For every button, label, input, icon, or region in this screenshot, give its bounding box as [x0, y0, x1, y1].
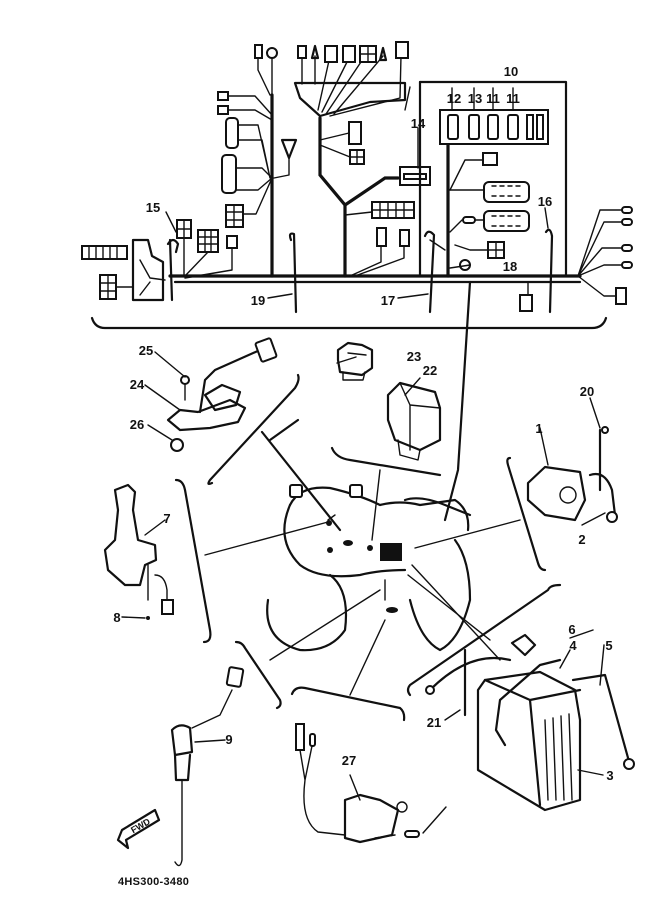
part-switch-26	[295, 723, 420, 844]
motorcycle-outline	[266, 484, 472, 652]
callout-4: 4	[569, 638, 577, 653]
callout-1: 1	[535, 421, 542, 436]
callout-14: 14	[411, 116, 426, 131]
callout-11b: 11	[506, 91, 520, 106]
part-relay-22	[336, 341, 374, 381]
group-brackets	[174, 373, 562, 722]
callout-19: 19	[251, 293, 265, 308]
leader-lines	[204, 280, 521, 696]
callout-26: 27	[342, 753, 356, 768]
callout-3: 3	[606, 768, 613, 783]
callout-12: 12	[447, 91, 461, 106]
callout-15: 15	[146, 200, 160, 215]
callout-16: 16	[538, 194, 552, 209]
callout-21: 22	[423, 363, 437, 378]
wire-harness	[81, 41, 633, 330]
callout-13: 13	[468, 91, 482, 106]
callout-23: 24	[130, 377, 145, 392]
part-starter-relay-1	[526, 426, 618, 523]
drawing-code: 4HS300-3480	[118, 876, 189, 888]
callout-labels: 10 12 13 11 11 14 15 16 18 19 17 25 24 2…	[113, 64, 613, 783]
callout-9: 9	[225, 732, 232, 747]
callout-2: 2	[578, 532, 585, 547]
callout-20b: 21	[427, 715, 441, 730]
part-bracket-23	[166, 337, 278, 452]
front-arrow-icon: FWD	[116, 808, 161, 850]
callout-24: 25	[139, 343, 153, 358]
callout-5: 5	[605, 638, 612, 653]
callout-22: 23	[407, 349, 421, 364]
part-battery-3	[425, 633, 635, 812]
callout-18: 18	[503, 259, 517, 274]
part-main-switch-7	[103, 483, 174, 620]
callout-leaders	[121, 86, 606, 834]
callout-10: 10	[504, 64, 518, 79]
part-sensor-9	[170, 666, 245, 867]
callout-20a: 20	[580, 384, 594, 399]
callout-25: 26	[130, 417, 144, 432]
part-relay-21	[386, 381, 442, 461]
callout-8: 8	[113, 610, 120, 625]
callout-7: 7	[163, 511, 170, 526]
callout-6: 6	[568, 622, 575, 637]
callout-11a: 11	[486, 91, 500, 106]
callout-17: 17	[381, 293, 395, 308]
